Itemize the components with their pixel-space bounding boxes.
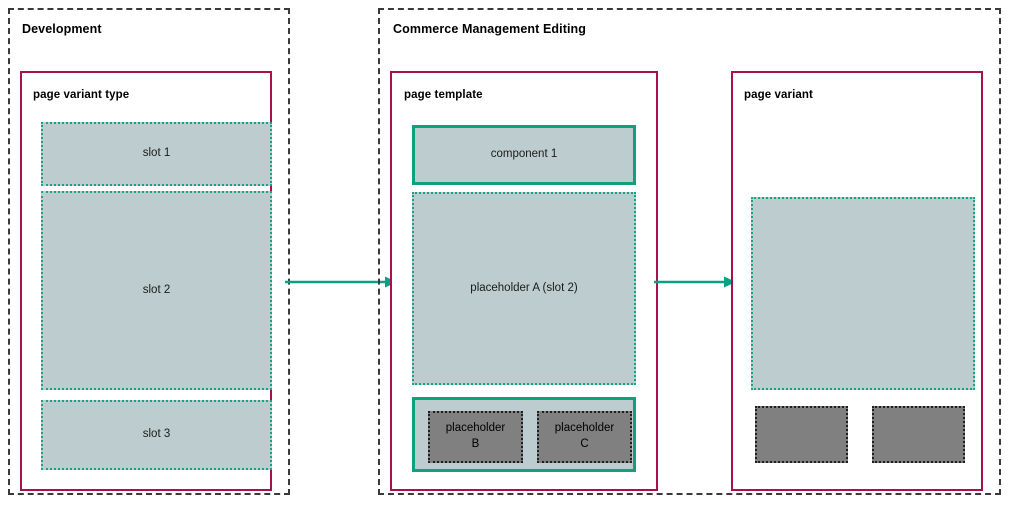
placeholder-a-box[interactable]: placeholder A (slot 2) (412, 192, 636, 385)
placeholder-bc-container: placeholder B placeholder C (412, 397, 636, 472)
placeholder-b-label-line2: B (471, 438, 480, 450)
placeholder-c-label-line2: C (580, 438, 589, 450)
slot-1-box[interactable]: slot 1 (41, 122, 272, 186)
slot-1-label: slot 1 (142, 147, 171, 160)
component-1-label: component 1 (490, 148, 558, 161)
arrow-template-to-variant (654, 276, 736, 288)
slot-2-box[interactable]: slot 2 (41, 191, 272, 390)
placeholder-b-box[interactable]: placeholder B (428, 411, 523, 463)
group-commerce-management-editing-title: Commerce Management Editing (393, 22, 587, 36)
placeholder-a-label: placeholder A (slot 2) (470, 281, 578, 294)
panel-page-variant-title: page variant (744, 89, 813, 101)
placeholder-b-label-line1: placeholder (445, 422, 506, 435)
slot-3-box[interactable]: slot 3 (41, 400, 272, 470)
slot-3-label: slot 3 (142, 428, 171, 441)
group-development (8, 8, 290, 495)
placeholder-c-box[interactable]: placeholder C (537, 411, 632, 463)
variant-region-2[interactable] (872, 406, 965, 463)
panel-page-template-title: page template (404, 89, 483, 101)
group-commerce-management-editing (378, 8, 1001, 495)
variant-region-1[interactable] (755, 406, 848, 463)
group-development-title: Development (22, 22, 102, 36)
placeholder-c-label-line1: placeholder (554, 422, 615, 435)
slot-2-label: slot 2 (142, 283, 171, 296)
variant-main-region[interactable] (751, 197, 975, 390)
component-1-box[interactable]: component 1 (412, 125, 636, 185)
panel-page-variant-type-title: page variant type (33, 89, 130, 101)
